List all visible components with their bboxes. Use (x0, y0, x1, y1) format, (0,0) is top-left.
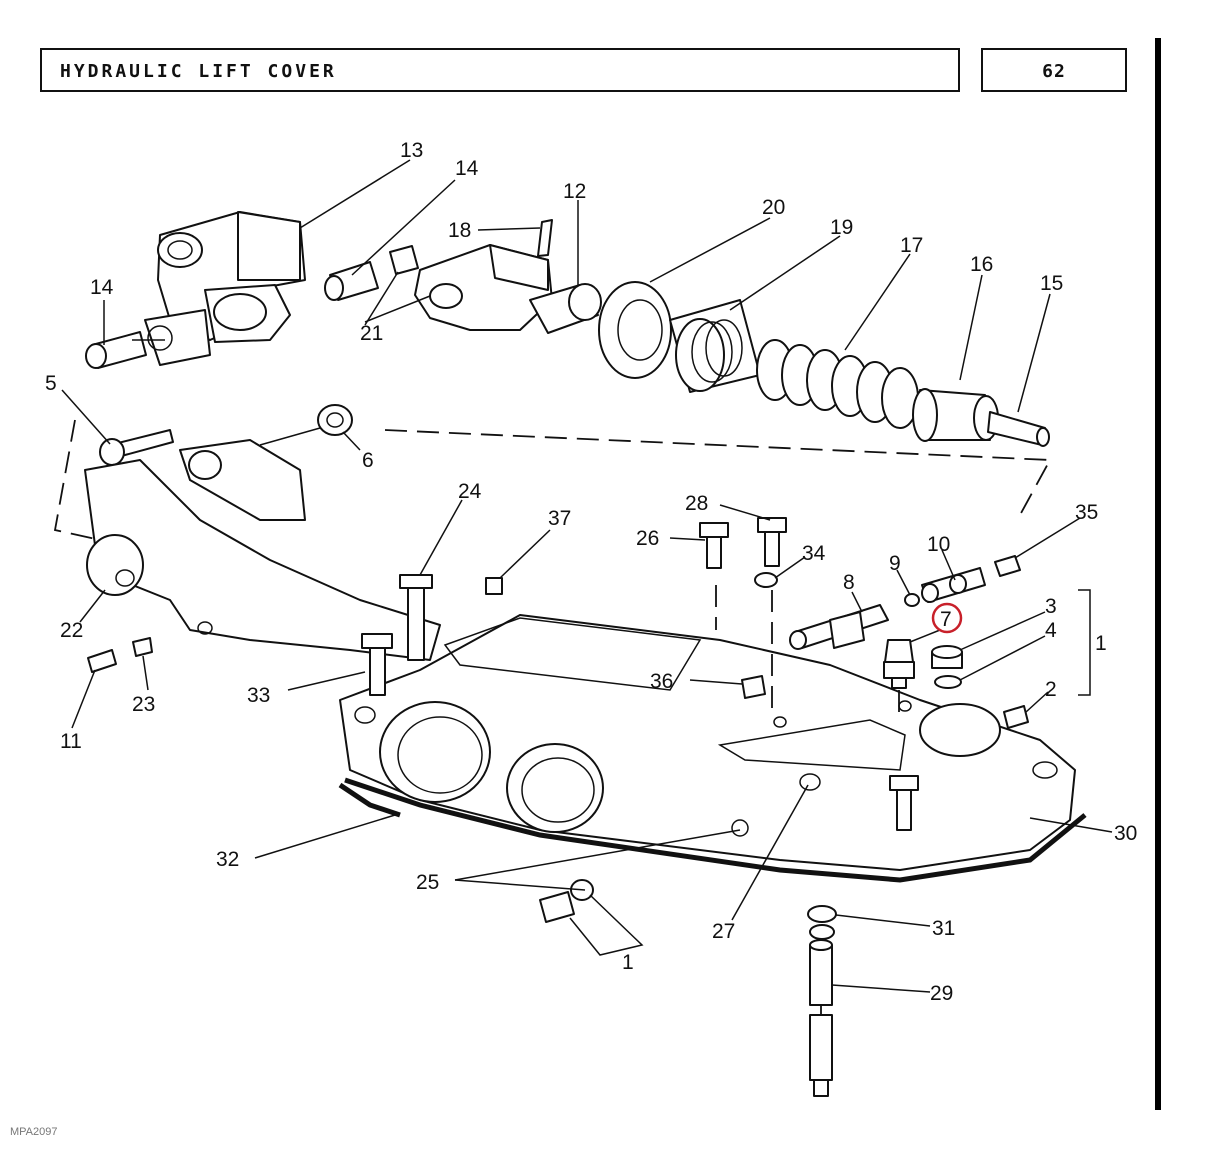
footer-code: MPA2097 (10, 1126, 58, 1138)
callout-24: 24 (458, 480, 482, 503)
lever-22 (84, 439, 441, 661)
screw-5 (99, 429, 174, 466)
callout-8: 8 (843, 571, 855, 594)
callout-18: 18 (448, 219, 471, 242)
assembly-dash-line (384, 429, 1052, 516)
fitting-7 (883, 639, 915, 689)
plug-36 (741, 675, 766, 699)
sleeve-16 (912, 388, 999, 442)
callout-32: 32 (216, 848, 239, 871)
callout-27: 27 (712, 920, 735, 943)
plug-35 (994, 555, 1021, 577)
ring-9 (904, 593, 920, 607)
gasket-32 (338, 782, 401, 818)
callout-1-drain: 1 (622, 951, 634, 974)
callout-14: 14 (455, 157, 479, 180)
callout-25: 25 (416, 871, 439, 894)
bolt-lower-right (889, 775, 919, 831)
lift-arm-right (414, 244, 553, 331)
fitting-10 (921, 567, 986, 603)
valve-rod-8 (789, 604, 889, 650)
callout-23: 23 (132, 693, 155, 716)
page-title: HYDRAULIC LIFT COVER (60, 61, 337, 82)
bolt-28 (757, 517, 787, 567)
washer-34 (754, 572, 778, 588)
bolt-26 (699, 522, 729, 569)
pin-14-left (85, 331, 147, 369)
callout-2: 2 (1045, 678, 1057, 701)
lift-shaft (529, 283, 602, 334)
callout-10: 10 (927, 533, 950, 556)
grub-screw-11 (87, 649, 117, 673)
drain-plug-1 (539, 879, 594, 923)
callout-labels: 13 14 12 18 20 19 17 16 15 14 21 5 6 24 … (45, 139, 1137, 1005)
callout-16: 16 (970, 253, 993, 276)
callout-13: 13 (400, 139, 423, 162)
bolt-24 (399, 574, 433, 661)
title-box: HYDRAULIC LIFT COVER (40, 48, 960, 92)
callout-21: 21 (360, 322, 383, 345)
callout-22: 22 (60, 619, 83, 642)
callout-4: 4 (1045, 619, 1057, 642)
assembly-dash-line-left (53, 419, 101, 541)
plug-2 (1003, 705, 1029, 729)
callout-6: 6 (362, 449, 374, 472)
highlighted-callout-7: 7 (931, 602, 963, 634)
callout-33: 33 (247, 684, 270, 707)
callout-31: 31 (932, 917, 955, 940)
page-number: 62 (1042, 61, 1066, 82)
pin-29 (809, 939, 833, 1097)
valve-body-19 (669, 299, 761, 393)
bush-14 (324, 261, 379, 301)
leader-lines (61, 159, 1113, 993)
callout-1-bracket: 1 (1095, 632, 1107, 655)
callout-37: 37 (548, 507, 571, 530)
callout-15: 15 (1040, 272, 1063, 295)
callout-35: 35 (1075, 501, 1098, 524)
callout-9: 9 (889, 552, 901, 575)
nut-6 (317, 404, 353, 436)
callout-11: 11 (60, 730, 82, 753)
callout-36: 36 (650, 670, 673, 693)
callout-20: 20 (762, 196, 785, 219)
callout-34: 34 (802, 542, 826, 565)
callout-14-left: 14 (90, 276, 114, 299)
callout-28: 28 (685, 492, 708, 515)
right-margin-rule (1155, 38, 1161, 1110)
bush-21 (389, 245, 419, 275)
page-number-box: 62 (981, 48, 1127, 92)
washer-4 (934, 675, 962, 689)
callout-30: 30 (1114, 822, 1137, 845)
callout-7: 7 (940, 608, 952, 631)
callout-12: 12 (563, 180, 586, 203)
callout-19: 19 (830, 216, 853, 239)
seal-31 (807, 905, 837, 940)
callout-26: 26 (636, 527, 659, 550)
gasket-30 (344, 777, 1087, 883)
spring-17 (756, 339, 919, 429)
callout-29: 29 (930, 982, 953, 1005)
pin-23 (132, 637, 153, 657)
callout-17: 17 (900, 234, 923, 257)
lift-arm-left (144, 211, 306, 366)
callout-5: 5 (45, 372, 57, 395)
bolt-33 (361, 633, 393, 696)
rod-15 (987, 411, 1050, 447)
plug-3 (931, 645, 963, 669)
callout-3: 3 (1045, 595, 1057, 618)
lift-cover-housing (339, 614, 1076, 871)
plug-37 (485, 577, 503, 595)
pin-18 (537, 219, 553, 257)
piston-20 (598, 281, 672, 379)
